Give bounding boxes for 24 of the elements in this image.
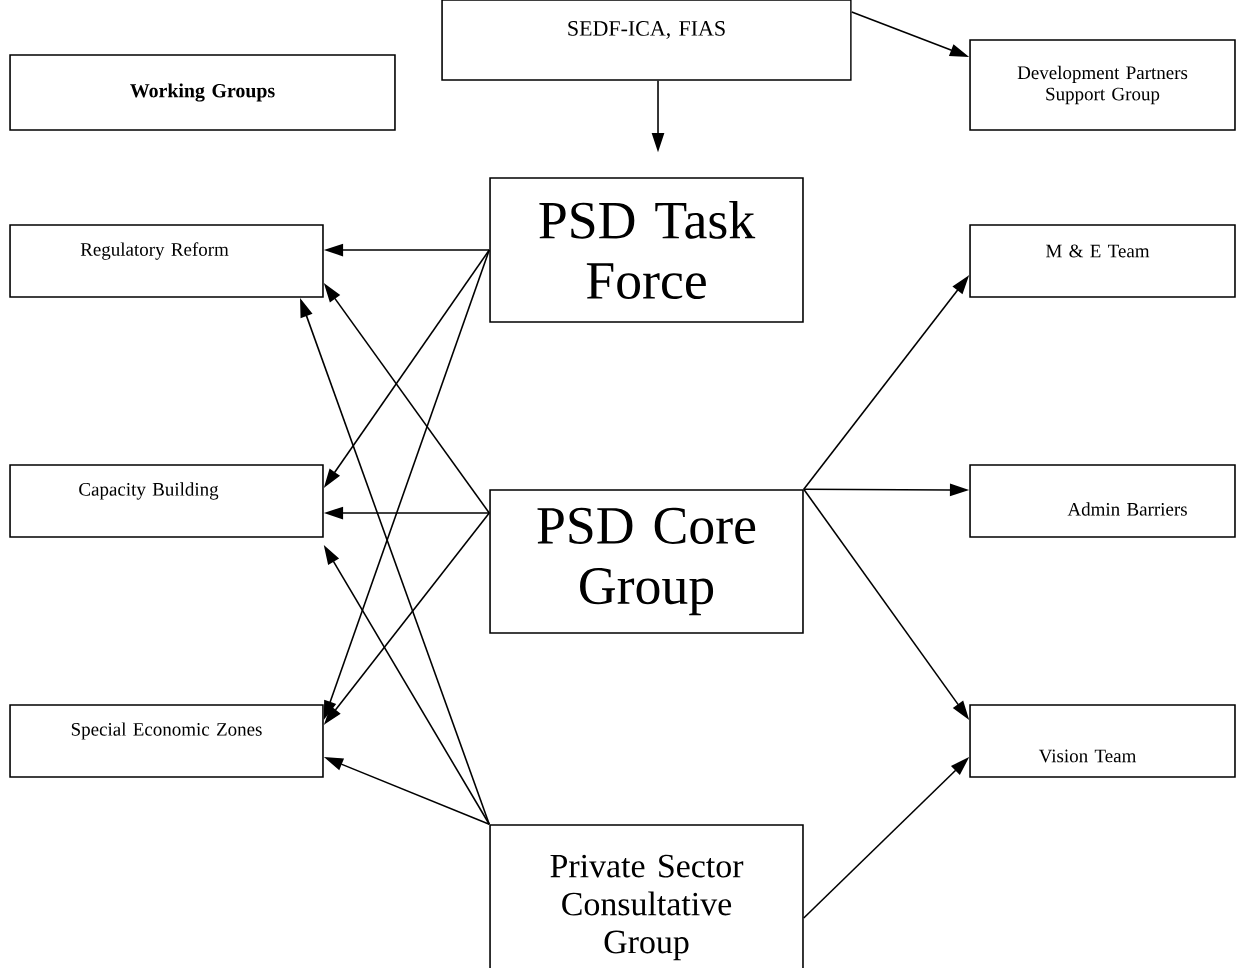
task-box [9, 704, 324, 778]
task-box [969, 39, 1236, 131]
node-label: Working Groups [130, 83, 275, 102]
node-label: Regulatory Reform [80, 242, 229, 260]
task-box [489, 489, 804, 634]
node-label: Vision Team [1038, 749, 1137, 763]
node-label: M & E Team [1046, 244, 1150, 258]
task-box [9, 54, 396, 131]
node-label: PSD Task Force [539, 200, 756, 300]
task-box [969, 704, 1236, 778]
task-box [9, 464, 324, 538]
node-label: Development Partners Support Group [1017, 65, 1188, 105]
task-box [9, 224, 324, 298]
node-label: Special Economic Zones [71, 722, 262, 740]
node-label: Private Sector Consultative Group [550, 854, 744, 961]
task-box [441, 0, 852, 81]
task-box [489, 177, 804, 323]
node-label: Capacity Building [79, 482, 219, 500]
node-label: SEDF-ICA, FIAS [568, 21, 725, 39]
task-box [969, 464, 1236, 538]
node-label: Admin Barriers [1067, 502, 1187, 516]
node-label: PSD Core Group [537, 507, 756, 616]
task-box [969, 224, 1236, 298]
task-box [489, 824, 804, 968]
